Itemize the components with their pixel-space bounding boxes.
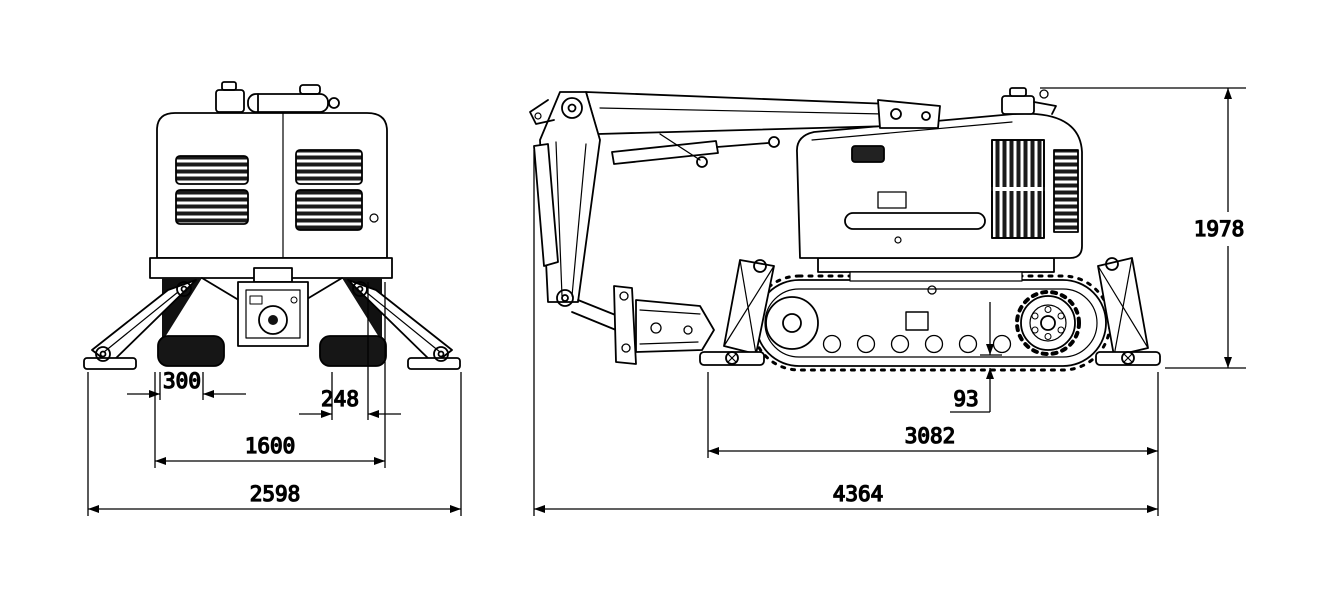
dim-1600: 1600 (154, 282, 386, 468)
dim-text-2598: 2598 (250, 482, 301, 506)
dim-248: 248 (299, 282, 401, 420)
front-view-drawing (83, 81, 461, 370)
tool-head (635, 299, 715, 353)
drive-sprocket (1015, 290, 1081, 356)
dim-text-1978: 1978 (1194, 217, 1245, 241)
dim-300: 300 (127, 368, 246, 400)
side-view-drawing (529, 87, 1161, 372)
dim-text-3082: 3082 (905, 424, 956, 448)
front-track-left (157, 335, 225, 367)
front-gearbox (237, 267, 309, 347)
boom-front-cylinder (533, 143, 559, 267)
dim-2598: 2598 (87, 372, 462, 516)
dim-1978: 1978 (1040, 87, 1246, 369)
dim-3082: 3082 (707, 372, 1159, 516)
dim-text-300: 300 (163, 369, 201, 393)
tool-bracket (613, 285, 637, 365)
side-boom (529, 91, 941, 365)
side-grille-right (1053, 149, 1079, 233)
front-track-right (319, 335, 387, 367)
front-view-dimensions: 300 248 1600 2598 (87, 282, 462, 516)
boom-cylinder (611, 140, 719, 165)
side-outrigger-front (699, 259, 775, 366)
side-outrigger-rear (1095, 257, 1161, 366)
idler-wheel (765, 296, 819, 350)
front-base-frame (149, 257, 393, 367)
side-turret-base (817, 257, 1055, 282)
side-cap (851, 145, 885, 163)
dim-text-93: 93 (953, 387, 978, 411)
side-view-dimensions: 1978 93 3082 4364 (533, 87, 1246, 516)
dim-4364: 4364 (533, 150, 1158, 516)
side-handle (844, 212, 986, 230)
front-outrigger-right (347, 279, 461, 370)
front-body (156, 112, 388, 259)
front-outrigger-left (83, 279, 197, 370)
dim-text-248: 248 (321, 387, 359, 411)
front-grille-2 (175, 189, 249, 225)
front-grille-3 (295, 149, 363, 185)
front-exhaust (215, 81, 340, 113)
front-grille-1 (175, 155, 249, 185)
side-body (796, 112, 1083, 259)
side-track-assembly (750, 274, 1112, 372)
front-grille-4 (295, 189, 363, 231)
dim-93: 93 (950, 302, 1002, 413)
side-exhaust (1001, 87, 1057, 115)
dim-text-1600: 1600 (245, 434, 296, 458)
dim-text-4364: 4364 (833, 482, 884, 506)
